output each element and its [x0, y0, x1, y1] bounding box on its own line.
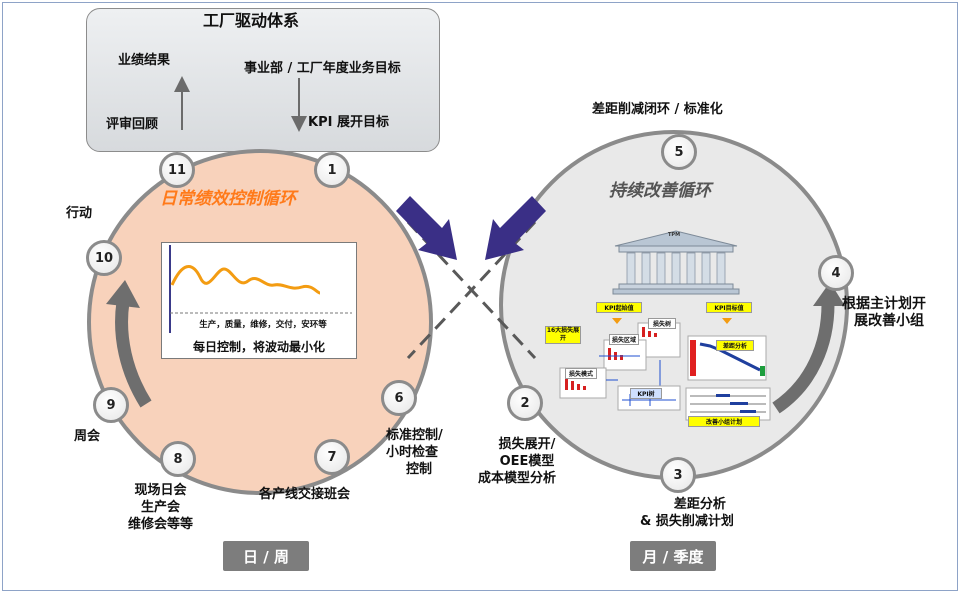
curved-arrow-icon: [106, 280, 152, 408]
daily-variation-chart: 生产，质量，维修，交付，安环等: [161, 242, 357, 336]
step9-label: 周会: [74, 429, 101, 444]
variation-curve: [170, 265, 321, 295]
annual-target-label: 事业部 / 工厂年度业务目标: [244, 61, 401, 76]
period-daily-weekly: 日 / 周: [223, 541, 309, 571]
loss16-label: 16大损失展开: [545, 326, 581, 344]
step2-line3: 成本模型分析: [478, 471, 557, 486]
step-node-4: 4: [818, 255, 854, 291]
step4-label: 根据主计划开 展改善小组: [842, 296, 926, 330]
step2-label: 损失展开/ OEE模型 成本模型分析: [478, 436, 556, 487]
step8-line2: 生产会: [141, 500, 181, 515]
step-node-1: 1: [314, 152, 350, 188]
daily-cycle-title: 日常绩效控制循环: [160, 189, 296, 209]
step6-label: 标准控制/ 小时检查 控制: [386, 427, 443, 478]
step4-line1: 根据主计划开: [842, 296, 926, 312]
temple-label: TPM: [668, 232, 681, 238]
kpi-target-label: KPI 展开目标: [308, 115, 389, 130]
step-node-3: 3: [660, 457, 696, 493]
step6-line1: 标准控制/: [386, 428, 443, 443]
navy-arrow-icon: [485, 196, 546, 260]
step-node-11: 11: [159, 152, 195, 188]
step2-line2: OEE模型: [499, 454, 555, 469]
gap-analysis-mini-label: 差距分析: [716, 340, 754, 351]
step7-label: 各产线交接班会: [259, 487, 351, 502]
variation-chart-svg: [169, 245, 352, 333]
loss-mode-label: 损失模式: [565, 368, 597, 379]
step-node-6: 6: [381, 380, 417, 416]
step8-line1: 现场日会: [134, 483, 187, 498]
step4-line2: 展改善小组: [854, 313, 924, 329]
step2-line1: 损失展开/: [498, 437, 556, 452]
step-node-5: 5: [661, 134, 697, 170]
step-node-9: 9: [93, 387, 129, 423]
step-node-2: 2: [507, 385, 543, 421]
kpi-start-label: KPI起始值: [596, 302, 642, 313]
loss-tree-label: 损失树: [648, 318, 676, 329]
step6-line3: 控制: [406, 462, 433, 477]
orange-down-arrow-icon: [612, 318, 732, 324]
chart-axis-text: 生产，质量，维修，交付，安环等: [199, 320, 327, 330]
curved-arrow-icon: [772, 282, 845, 414]
mini-team-plan-chart: [685, 387, 771, 421]
step6-line2: 小时检查: [386, 445, 439, 460]
daily-chart-caption: 每日控制，将波动最小化: [161, 334, 357, 359]
team-plan-label: 改善小组计划: [688, 416, 760, 427]
period-monthly-quarterly: 月 / 季度: [630, 541, 716, 571]
step5-label: 差距削减闭环 / 标准化: [592, 102, 723, 117]
top-box-title: 工厂驱动体系: [203, 11, 300, 30]
navy-arrow-icon: [396, 196, 457, 260]
step3-line2: & 损失削减计划: [640, 514, 734, 529]
step8-line3: 维修会等等: [128, 517, 194, 532]
result-label: 业绩结果: [118, 53, 171, 68]
improvement-cycle-title: 持续改善循环: [609, 181, 711, 201]
temple-icon: [612, 230, 740, 295]
step-node-10: 10: [86, 240, 122, 276]
step10-label: 行动: [66, 206, 93, 221]
kpi-tree-label: KPI树: [630, 388, 662, 399]
step-node-8: 8: [160, 441, 196, 477]
step3-line1: 差距分析: [673, 497, 726, 512]
review-label: 评审回顾: [106, 117, 159, 132]
step3-label: 差距分析 & 损失削减计划: [640, 496, 734, 530]
step-node-7: 7: [314, 439, 350, 475]
loss-area-label: 损失区域: [609, 334, 639, 345]
kpi-target-mini-label: KPI目标值: [706, 302, 752, 313]
step8-label: 现场日会 生产会 维修会等等: [128, 482, 193, 533]
